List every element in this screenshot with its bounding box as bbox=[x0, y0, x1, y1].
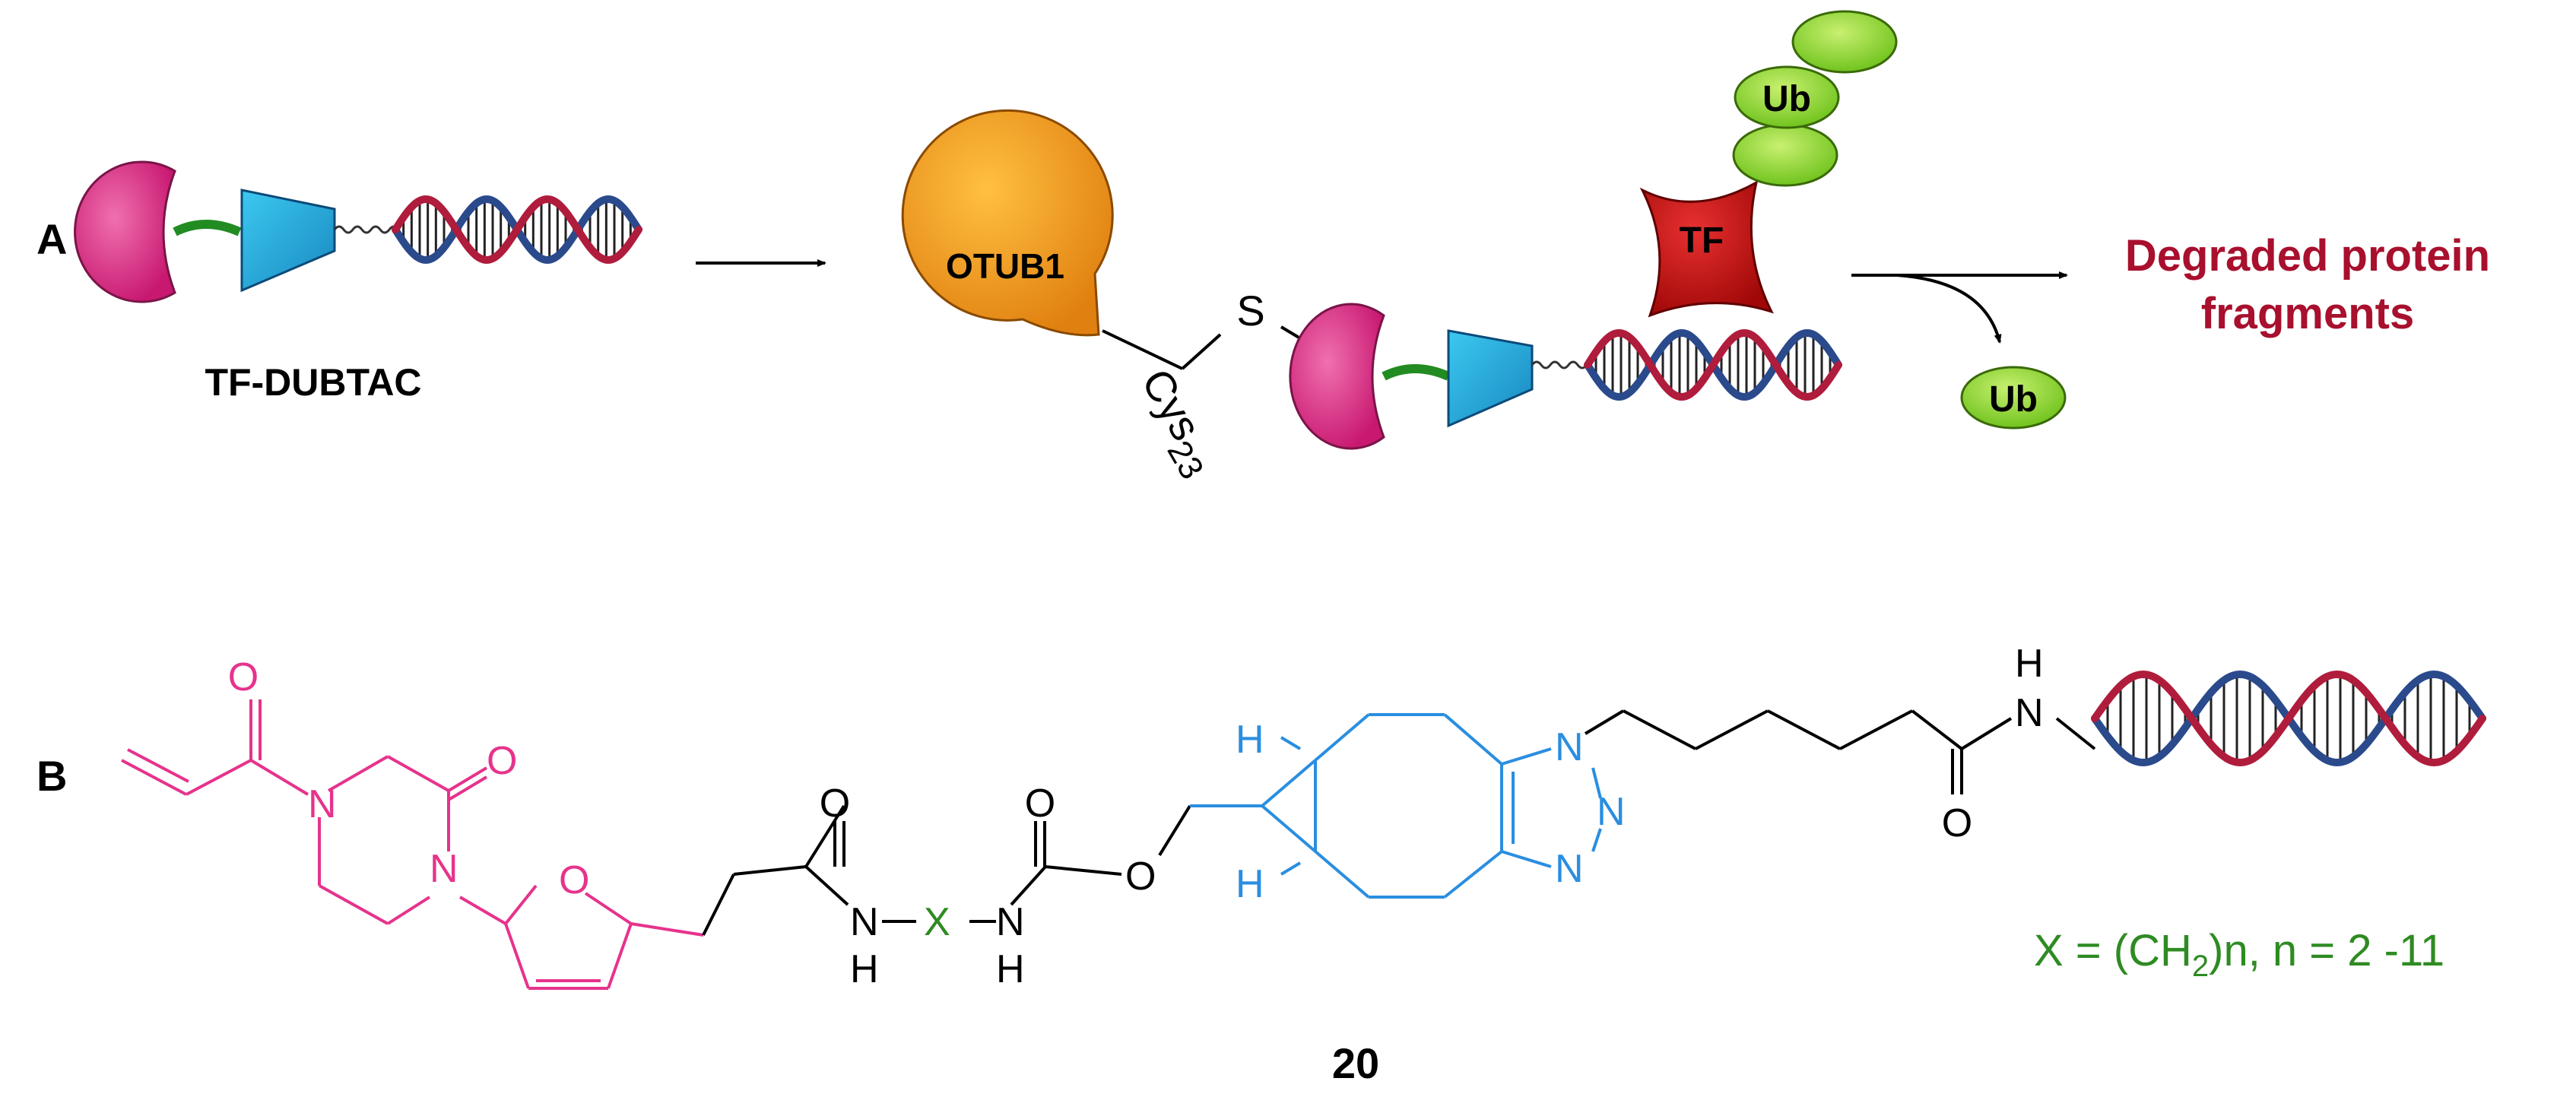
amide-h-2: H bbox=[2015, 642, 2044, 686]
dna-strand-red bbox=[2091, 670, 2486, 767]
acrylamide-piperazinone-warhead bbox=[121, 699, 704, 990]
linker-x: X bbox=[924, 900, 950, 944]
product-line-1: Degraded protein bbox=[2125, 231, 2490, 281]
dna-duplex-icon bbox=[392, 195, 642, 265]
amide-n-2: N bbox=[2015, 691, 2044, 735]
released-ub-label: Ub bbox=[1989, 379, 2038, 420]
bcn-triazole-handle bbox=[1190, 713, 1602, 899]
bcn-h-bottom: H bbox=[1236, 862, 1264, 906]
carbamate-o-ester: O bbox=[1125, 855, 1156, 899]
furan-o: O bbox=[559, 858, 589, 902]
construct-name: TF-DUBTAC bbox=[205, 361, 421, 404]
linker-chain bbox=[702, 804, 1191, 936]
carbonyl-o-1: O bbox=[228, 655, 259, 699]
ub-icon-2 bbox=[1734, 65, 1840, 129]
released-ub-icon bbox=[1960, 366, 2067, 430]
ub-icon-3 bbox=[1791, 10, 1898, 74]
tf-ligand-shape-2 bbox=[1447, 329, 1534, 428]
x-definition: X = (CH2)n, n = 2 -11 bbox=[2034, 926, 2444, 983]
linker-shape bbox=[173, 220, 242, 236]
tf-ligand-shape bbox=[240, 189, 336, 293]
x-definition-suffix: )n, n = 2 -11 bbox=[2209, 926, 2444, 975]
compound-number: 20 bbox=[1332, 1039, 1379, 1087]
carbonyl-o-2: O bbox=[487, 739, 517, 783]
tf-label: TF bbox=[1680, 220, 1724, 261]
linker-shape-2 bbox=[1382, 364, 1451, 381]
ternary-complex: OTUB1 S Cys 23 TF Ub bbox=[901, 10, 1898, 486]
amide-h: H bbox=[850, 947, 879, 991]
cys-bond bbox=[1102, 329, 1183, 370]
tf-protein-shape bbox=[1639, 180, 1774, 318]
ub-label-1: Ub bbox=[1762, 79, 1811, 119]
ub-release-arrow bbox=[1896, 274, 2002, 344]
ub-icon-1 bbox=[1732, 123, 1838, 187]
carbamate-n: N bbox=[996, 900, 1025, 944]
dna-duplex-icon-3 bbox=[2091, 670, 2486, 767]
cys23-label: Cys 23 bbox=[1133, 361, 1211, 486]
amide-o: O bbox=[820, 782, 850, 826]
cys-text: Cys bbox=[1133, 361, 1211, 449]
bcn-h-top: H bbox=[1236, 718, 1264, 762]
product-line-2: fragments bbox=[2201, 289, 2414, 338]
triazole-n2: N bbox=[1597, 790, 1626, 834]
s-bond bbox=[1181, 333, 1222, 370]
piperazine-n-1: N bbox=[308, 782, 337, 826]
amide-n: N bbox=[850, 900, 879, 944]
otub1-label: OTUB1 bbox=[946, 246, 1064, 286]
dna-strand-red bbox=[392, 195, 642, 265]
tether-wavy bbox=[333, 225, 400, 234]
panel-a-label: A bbox=[36, 215, 67, 263]
dna-duplex-icon-2 bbox=[1584, 328, 1842, 401]
piperazine-n-2: N bbox=[430, 847, 458, 891]
triazole-n3: N bbox=[1555, 847, 1584, 891]
carbamate-h: H bbox=[996, 947, 1025, 991]
sulfur-atom: S bbox=[1236, 287, 1264, 335]
x-definition-subscript: 2 bbox=[2192, 950, 2209, 983]
x-definition-prefix: X = (CH bbox=[2034, 926, 2192, 975]
amide-o-2: O bbox=[1942, 801, 1972, 845]
carbamate-o-double: O bbox=[1025, 782, 1055, 826]
recruiter-ligand-shape bbox=[74, 160, 176, 303]
hexanoyl-chain bbox=[1584, 709, 2096, 794]
tether-wavy-2 bbox=[1531, 360, 1588, 369]
triazole-n1: N bbox=[1555, 725, 1584, 769]
recruiter-ligand-shape-2 bbox=[1289, 303, 1385, 450]
tf-dubtac-construct bbox=[74, 160, 642, 303]
panel-b-label: B bbox=[36, 752, 67, 800]
dna-strand-red bbox=[1584, 328, 1842, 401]
otub1-protein-shape bbox=[901, 109, 1114, 337]
